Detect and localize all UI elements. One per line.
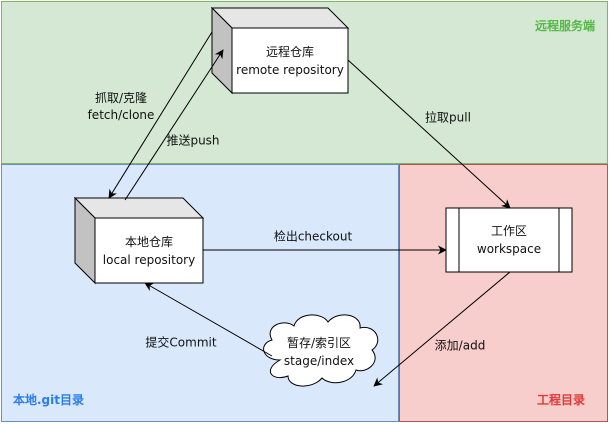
local-git-label: 本地.git目录 (13, 393, 84, 407)
workspace-title: 工作区 (490, 224, 527, 238)
remote-server-label: 远程服务端 (534, 19, 595, 33)
fetch-clone-title: 抓取/克隆 (94, 91, 148, 105)
remote-repository-title: 远程仓库 (265, 45, 315, 59)
stage-title: 暂存/索引区 (286, 336, 352, 350)
fetch-clone-subtitle: fetch/clone (87, 108, 155, 122)
add-arrow (373, 271, 511, 387)
fetch-clone-arrow (108, 31, 213, 199)
project-dir-label: 工程目录 (536, 393, 585, 407)
workspace-label: 工作区 workspace (477, 222, 541, 258)
stage-cloud-node (263, 314, 379, 387)
local-repository-title: 本地仓库 (124, 235, 173, 249)
local-repository-label: 本地仓库 local repository (103, 233, 195, 269)
add-label: 添加/add (434, 338, 486, 353)
pull-label: 拉取pull (425, 110, 471, 125)
workspace-subtitle: workspace (476, 242, 542, 256)
push-label: 推送push (166, 133, 220, 148)
commit-label: 提交Commit (145, 335, 217, 350)
remote-repository-label: 远程仓库 remote repository (236, 43, 344, 79)
checkout-label: 检出checkout (273, 229, 353, 244)
commit-arrow (144, 282, 273, 357)
push-arrow (124, 49, 224, 201)
pull-arrow (347, 59, 511, 209)
remote-repository-subtitle: remote repository (236, 63, 344, 77)
stage-subtitle: stage/index (283, 354, 355, 368)
stage-label: 暂存/索引区 stage/index (284, 334, 354, 370)
local-repository-subtitle: local repository (102, 253, 196, 267)
fetch-clone-label: 抓取/克隆 fetch/clone (88, 90, 155, 124)
workspace-node (445, 207, 573, 273)
remote-repository-node (210, 6, 350, 95)
local-repository-node (73, 196, 205, 285)
